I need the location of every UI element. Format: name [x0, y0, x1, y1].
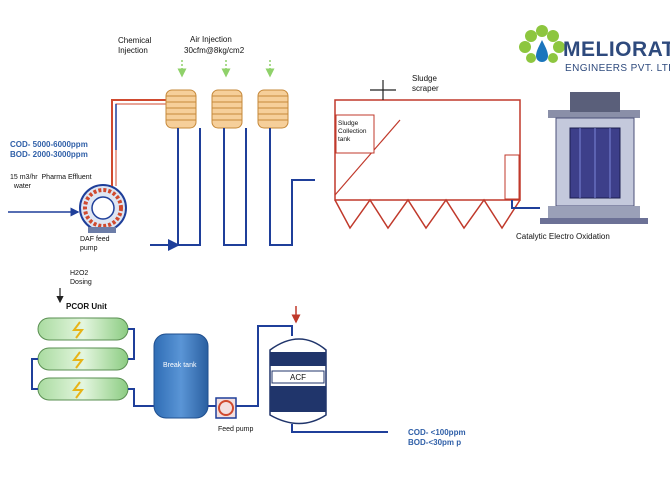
- pump-to-acf-pipe: [236, 325, 293, 407]
- pcor-unit-label: PCOR Unit: [66, 302, 107, 311]
- inlet-cod-label: COD- 5000-6000ppm: [10, 140, 88, 149]
- acf-vessel: [269, 338, 327, 425]
- air-injection-rate: 30cfm@8kg/cm2: [184, 46, 245, 55]
- daf-feed-line: [111, 99, 168, 186]
- catalytic-electro-oxidation-unit: [540, 92, 648, 224]
- coil-3: [257, 89, 289, 129]
- h2o2-dosing-label: H2O2 Dosing: [70, 270, 92, 286]
- logo-subtitle: ENGINEERS PVT. LTD.: [565, 63, 670, 74]
- pcor-to-breaktank-pipe: [128, 388, 160, 407]
- coil-interconnect-pipe: [177, 128, 315, 246]
- sludge-scraper: [370, 80, 396, 100]
- daf-feed-pump-label: DAF feed pump: [80, 236, 110, 252]
- meliorate-logo: [519, 25, 565, 63]
- chemical-injection-label: Chemical Injection: [118, 36, 152, 55]
- feed-pump: [215, 397, 237, 419]
- uv-lamp-icon: [72, 381, 84, 399]
- coil-1: [165, 89, 197, 129]
- acf-label: ACF: [290, 373, 306, 382]
- pcor-unit: [31, 317, 135, 401]
- break-tank: [153, 333, 209, 419]
- sludge-scraper-label: Sludge scraper: [412, 74, 439, 93]
- air-injection-title: Air Injection: [190, 35, 232, 44]
- outlet-cod-label: COD- <100ppm: [408, 428, 466, 437]
- injection-arrows: [177, 60, 275, 78]
- uv-lamp-icon: [72, 321, 84, 339]
- sludge-collection-tank: [335, 114, 375, 154]
- inlet-bod-label: BOD- 2000-3000ppm: [10, 150, 88, 159]
- coil-2: [211, 89, 243, 129]
- acf-outlet-pipe: [291, 424, 388, 433]
- break-tank-label: Break tank: [163, 362, 197, 369]
- daf-outlet-pipe: [511, 200, 540, 209]
- inlet-flow-label: 15 m3/hr Pharma Effluent water: [10, 174, 92, 190]
- air-saturator-coils: [165, 89, 289, 129]
- daf-tank: [334, 99, 521, 230]
- sludge-collection-tank-label: Sludge Collection tank: [338, 120, 367, 144]
- logo-leaf-icon: [519, 25, 565, 63]
- outlet-bod-label: BOD-<30pm p: [408, 438, 462, 447]
- feed-pump-label: Feed pump: [218, 426, 254, 433]
- catalytic-electro-oxidation-label: Catalytic Electro Oxidation: [516, 232, 610, 241]
- daf-feed-pump: [79, 184, 127, 233]
- uv-lamp-icon: [72, 351, 84, 369]
